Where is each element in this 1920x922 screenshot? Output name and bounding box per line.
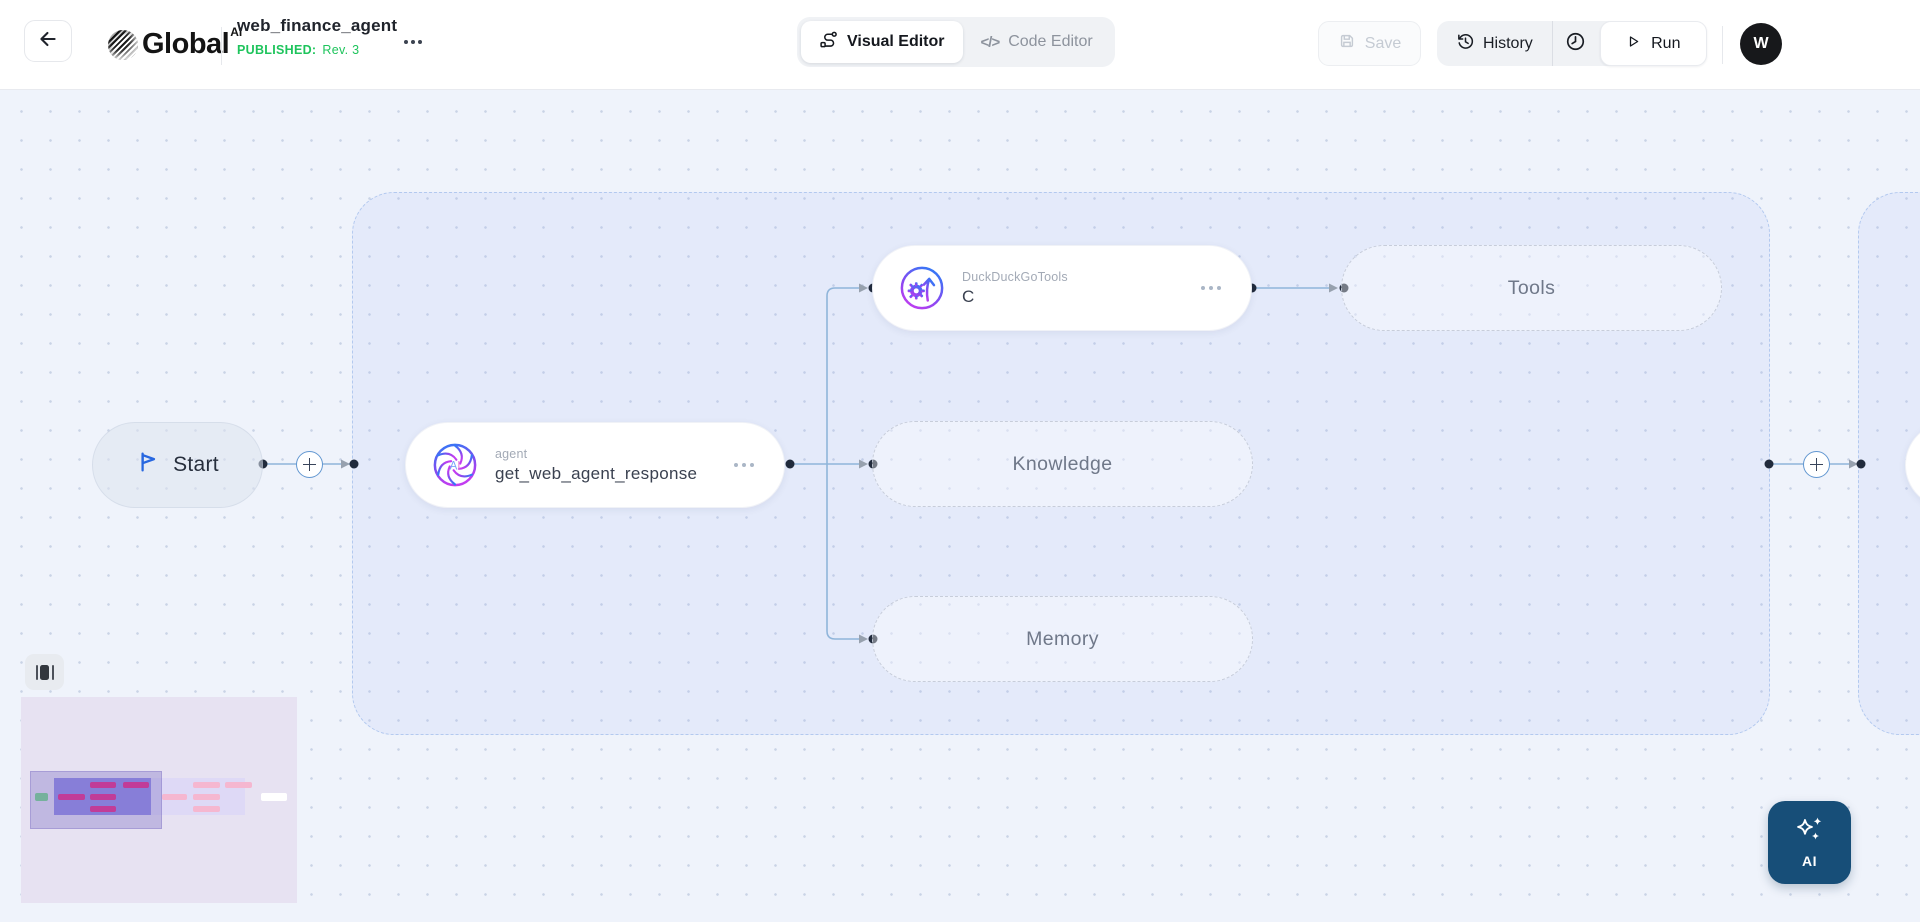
ai-assistant-label: AI (1802, 853, 1817, 869)
save-icon (1338, 32, 1356, 55)
run-controls-group: History Run (1437, 21, 1707, 66)
placeholder-knowledge-label: Knowledge (1012, 452, 1113, 475)
agent-node-menu-icon[interactable] (730, 459, 758, 471)
minimap-node-bar (90, 794, 116, 800)
status-label: PUBLISHED: (237, 43, 317, 57)
minimap-node-bar (193, 806, 220, 812)
history-button-label: History (1483, 34, 1533, 52)
panel-icon (35, 664, 38, 680)
minimap-node-bar (193, 794, 220, 800)
placeholder-tools-label: Tools (1507, 276, 1556, 299)
minimap-node-bar (90, 806, 116, 812)
minimap-node-bar (261, 793, 287, 801)
tab-visual-editor-label: Visual Editor (847, 33, 945, 50)
placeholder-node-knowledge[interactable]: Knowledge (872, 421, 1253, 507)
schedule-button[interactable] (1553, 21, 1598, 66)
tab-code-editor-label: Code Editor (1008, 33, 1093, 50)
minimap-node-bar (123, 782, 149, 788)
revision-label: Rev. 3 (322, 43, 360, 57)
ai-assistant-button[interactable]: AI (1768, 801, 1851, 884)
tab-code-editor[interactable]: </> Code Editor (963, 21, 1111, 63)
agent-node-type: agent (495, 446, 528, 461)
tool-node-texts: DuckDuckGoTools C (962, 270, 1068, 307)
save-button-label: Save (1364, 34, 1402, 52)
placeholder-node-tools[interactable]: Tools (1341, 245, 1722, 331)
sparkles-icon (1793, 816, 1827, 851)
start-node-label: Start (173, 453, 219, 476)
back-button[interactable] (24, 20, 72, 62)
flow-title-block: web_finance_agent PUBLISHED: Rev. 3 (237, 16, 397, 57)
tab-visual-editor[interactable]: Visual Editor (801, 21, 963, 63)
svg-text:AI: AI (450, 460, 461, 472)
flow-canvas[interactable]: Start AI agent get_web_agent_response (0, 90, 1920, 922)
placeholder-memory-label: Memory (1026, 627, 1099, 650)
agent-node[interactable]: AI agent get_web_agent_response (405, 422, 785, 508)
agent-node-texts: agent get_web_agent_response (495, 447, 697, 484)
more-options-icon[interactable] (398, 32, 428, 52)
user-avatar[interactable]: W (1740, 23, 1782, 65)
minimap[interactable] (21, 697, 297, 903)
run-button-label: Run (1651, 34, 1681, 52)
page-title: web_finance_agent (237, 16, 398, 35)
add-node-button[interactable] (296, 451, 323, 478)
minimap-node-bar (162, 794, 187, 800)
header-divider (221, 27, 222, 65)
back-arrow-icon (37, 28, 59, 55)
brand-logo: Global AI (108, 25, 243, 62)
route-icon (819, 30, 838, 54)
placeholder-node-memory[interactable]: Memory (872, 596, 1253, 682)
minimap-node-bar (90, 782, 116, 788)
code-icon: </> (980, 33, 1001, 51)
tool-node-menu-icon[interactable] (1197, 282, 1225, 294)
minimap-start-node (35, 793, 48, 801)
clock-icon (1565, 31, 1586, 57)
tool-gear-arrow-icon (900, 266, 944, 310)
start-node[interactable]: Start (92, 422, 263, 508)
play-icon (1626, 34, 1641, 54)
globe-sphere-icon (108, 30, 138, 60)
history-icon (1456, 32, 1475, 56)
status-badge: PUBLISHED: Rev. 3 (237, 43, 397, 57)
editor-mode-toggle: Visual Editor </> Code Editor (797, 17, 1115, 67)
top-bar: Global AI web_finance_agent PUBLISHED: Re… (0, 0, 1920, 90)
agent-swirl-icon: AI (433, 443, 477, 487)
tool-node-value: C (962, 286, 975, 306)
header-divider (1722, 26, 1723, 64)
start-flag-icon (136, 450, 160, 480)
minimap-node-bar (58, 794, 85, 800)
minimap-node-bar (193, 782, 220, 788)
brand-name: Global (142, 28, 230, 60)
run-button[interactable]: Run (1599, 21, 1707, 66)
segment-divider (1551, 21, 1553, 66)
tool-node-type: DuckDuckGoTools (962, 269, 1068, 284)
duckduckgotools-node[interactable]: DuckDuckGoTools C (872, 245, 1252, 331)
minimap-viewport[interactable] (30, 771, 162, 829)
brand-superscript: AI (230, 25, 243, 39)
minimap-node-bar (225, 782, 252, 788)
history-button[interactable]: History (1437, 21, 1552, 66)
agent-node-name: get_web_agent_response (495, 463, 698, 483)
add-node-button[interactable] (1803, 451, 1830, 478)
save-button[interactable]: Save (1318, 21, 1421, 66)
panel-toggle-button[interactable] (25, 654, 64, 690)
